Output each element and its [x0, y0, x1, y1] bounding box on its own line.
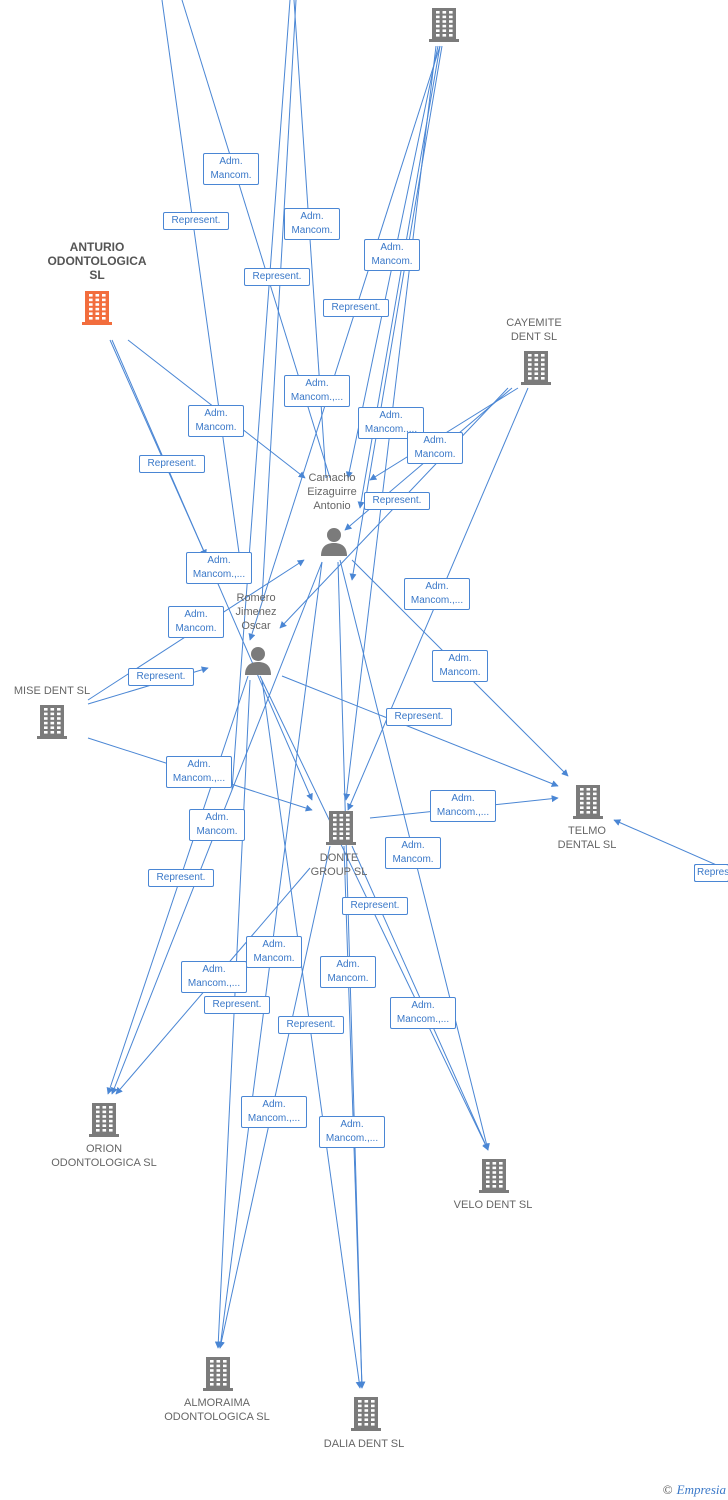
node-label-mise[interactable]: MISE DENT SL — [13, 685, 91, 697]
node-label-almoraima[interactable]: ALMORAIMA ODONTOLOGICA SL — [164, 1397, 270, 1423]
edge-label-11[interactable]: Adm. Mancom. — [407, 432, 463, 464]
edge-label-8[interactable]: Adm. Mancom. — [188, 405, 244, 437]
building-icon-dalia[interactable] — [350, 1396, 382, 1432]
node-label-cayemite[interactable]: CAYEMITE DENT SL — [506, 317, 562, 343]
edge-label-14[interactable]: Adm. Mancom. — [168, 606, 224, 638]
edge-label-24[interactable]: Adm. Mancom. — [385, 837, 441, 869]
edge-line-10 — [248, 45, 441, 641]
edge-label-2[interactable]: Represent. — [163, 212, 229, 230]
building-icon-almoraima[interactable] — [202, 1356, 234, 1392]
building-icon-donte[interactable] — [325, 810, 357, 846]
edge-label-5[interactable]: Adm. Mancom. — [364, 239, 420, 271]
edge-label-27[interactable]: Adm. Mancom.,... — [181, 961, 247, 993]
node-label-dalia[interactable]: DALIA DENT SL — [323, 1438, 405, 1450]
edge-label-19[interactable]: Represent. — [148, 869, 214, 887]
copyright-symbol: © — [662, 1482, 673, 1497]
building-icon-anturio[interactable] — [81, 290, 113, 326]
building-icon-top[interactable] — [428, 7, 460, 43]
edge-label-17[interactable]: Represent. — [128, 668, 194, 686]
edge-label-33[interactable]: Adm. Mancom.,... — [319, 1116, 385, 1148]
edge-label-4[interactable]: Represent. — [244, 268, 310, 286]
edge-label-10[interactable]: Represent. — [139, 455, 205, 473]
edge-label-22[interactable]: Adm. Mancom.,... — [430, 790, 496, 822]
edge-label-21[interactable]: Adm. Mancom. — [189, 809, 245, 841]
building-icon-mise[interactable] — [36, 704, 68, 740]
edge-label-20[interactable]: Adm. Mancom.,... — [166, 756, 232, 788]
edge-line-22 — [281, 675, 559, 787]
edge-label-15[interactable]: Adm. Mancom.,... — [404, 578, 470, 610]
edge-label-28[interactable]: Adm. Mancom. — [320, 956, 376, 988]
edge-line-5 — [231, 0, 291, 791]
edge-line-17 — [109, 339, 207, 557]
node-label-velo[interactable]: VELO DENT SL — [453, 1199, 533, 1211]
edge-line-35 — [261, 679, 363, 1389]
edge-label-23[interactable]: Represent. — [342, 897, 408, 915]
edge-line-32 — [214, 679, 251, 1349]
edge-label-6[interactable]: Represent. — [323, 299, 389, 317]
edge-label-12[interactable]: Represent. — [364, 492, 430, 510]
edge-line-8 — [349, 45, 443, 581]
edge-label-1[interactable]: Adm. Mancom. — [203, 153, 259, 185]
building-icon-cayemite[interactable] — [520, 350, 552, 386]
node-label-camacho[interactable]: Camacho Eizaguirre Antonio — [307, 472, 357, 512]
edge-line-1 — [161, 0, 241, 561]
node-label-telmo[interactable]: TELMO DENTAL SL — [557, 825, 617, 851]
building-icon-velo[interactable] — [478, 1158, 510, 1194]
edge-label-29[interactable]: Represent. — [204, 996, 270, 1014]
building-icon-telmo[interactable] — [572, 784, 604, 820]
node-label-donte[interactable]: DONTE GROUP SL — [310, 852, 368, 878]
footer-brand[interactable]: ©Empresia — [663, 1482, 726, 1498]
edge-label-7[interactable]: Adm. Mancom.,... — [284, 375, 350, 407]
node-label-romero[interactable]: Romero Jimenez Oscar — [235, 592, 277, 632]
brand-name: Empresia — [676, 1482, 726, 1497]
edge-label-13[interactable]: Adm. Mancom.,... — [186, 552, 252, 584]
edge-label-18[interactable]: Represent. — [386, 708, 452, 726]
person-icon-camacho[interactable] — [319, 526, 349, 556]
node-label-orion[interactable]: ORION ODONTOLOGICA SL — [51, 1143, 157, 1169]
edge-label-25[interactable]: Represent. — [278, 1016, 344, 1034]
edge-label-clipped[interactable]: Represent — [694, 864, 728, 882]
edge-label-32[interactable]: Adm. Mancom.,... — [241, 1096, 307, 1128]
edge-label-26[interactable]: Adm. Mancom. — [246, 936, 302, 968]
node-label-anturio[interactable]: ANTURIO ODONTOLOGICA SL — [47, 240, 147, 282]
person-icon-romero[interactable] — [243, 645, 273, 675]
edge-label-16[interactable]: Adm. Mancom. — [432, 650, 488, 682]
edge-line-4 — [261, 0, 297, 601]
building-icon-orion[interactable] — [88, 1102, 120, 1138]
edge-label-31[interactable]: Adm. Mancom.,... — [390, 997, 456, 1029]
edge-label-3[interactable]: Adm. Mancom. — [284, 208, 340, 240]
edge-line-24 — [613, 819, 728, 871]
